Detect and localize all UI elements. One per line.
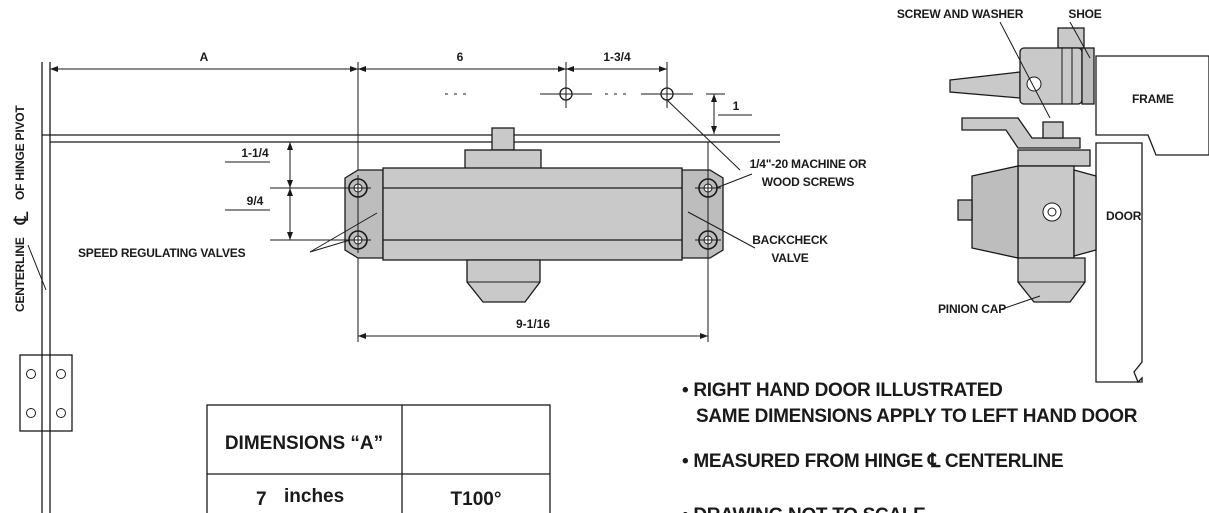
centerline-label: CENTERLINE ℄ OF HINGE PIVOT xyxy=(11,105,47,312)
door-closer-body xyxy=(344,127,724,303)
table-row1-model: T100° xyxy=(451,489,502,510)
backcheck-label-line1: BACKCHECK xyxy=(752,233,828,247)
table-header: DIMENSIONS “A” xyxy=(225,433,383,454)
backcheck-label-line2: VALVE xyxy=(771,251,808,265)
frame-label: FRAME xyxy=(1132,92,1174,106)
centerline-text: CENTERLINE xyxy=(13,237,27,312)
table-row1-unit: inches xyxy=(284,486,344,507)
dimension-9-4: 9/4 xyxy=(225,188,348,241)
dimension-1-3-4-label: 1-3/4 xyxy=(603,50,631,64)
dimension-1-label: 1 xyxy=(733,99,740,113)
note-1-line-2: SAME DIMENSIONS APPLY TO LEFT HAND DOOR xyxy=(696,406,1138,427)
shoe-label: SHOE xyxy=(1068,7,1101,21)
screw-washer-label: SCREW AND WASHER xyxy=(897,7,1024,21)
backcheck-valve-callout: BACKCHECK VALVE xyxy=(687,211,828,265)
machine-screws-callout: 1/4"-20 MACHINE OR WOOD SCREWS xyxy=(715,157,867,189)
dimension-1-1-4-label: 1-1/4 xyxy=(241,146,269,160)
dimension-9-1-16: 9-1/16 xyxy=(358,317,708,339)
screws-label-line2: WOOD SCREWS xyxy=(762,175,855,189)
dimension-6: 6 xyxy=(358,50,566,72)
dimensions-table: DIMENSIONS “A” 7 inches T100° xyxy=(206,404,551,513)
dimension-9-4-label: 9/4 xyxy=(247,194,264,208)
arm-mounting-holes xyxy=(445,87,741,171)
dimension-9-1-16-label: 9-1/16 xyxy=(516,317,550,331)
dimension-1-3-4: 1-3/4 xyxy=(565,50,668,108)
note-2: • MEASURED FROM HINGE ℄ CENTERLINE xyxy=(682,451,1063,472)
dimension-1: 1 xyxy=(706,93,752,134)
pinion-cap-label: PINION CAP xyxy=(938,302,1006,316)
screws-label-line1: 1/4"-20 MACHINE OR xyxy=(750,157,867,171)
door-label: DOOR xyxy=(1106,209,1142,223)
centerline-symbol: ℄ xyxy=(11,211,33,225)
note-3: • DRAWING NOT TO SCALE xyxy=(682,505,926,513)
dimension-a-label: A xyxy=(200,50,209,64)
door-outline xyxy=(1095,142,1143,384)
note-1-line-1: • RIGHT HAND DOOR ILLUSTRATED xyxy=(682,380,1003,401)
door-edge-lines xyxy=(41,62,780,513)
dimension-a: A xyxy=(50,50,358,72)
frame-outline xyxy=(1095,55,1209,156)
hinge-plate xyxy=(19,354,73,432)
speed-regulating-valves-callout: SPEED REGULATING VALVES xyxy=(78,212,378,260)
side-view: FRAME DOOR SCREW AND WASHER SHOE PINION … xyxy=(897,7,1209,384)
hinge-pivot-text: OF HINGE PIVOT xyxy=(13,105,27,200)
table-row1-value: 7 xyxy=(256,489,267,510)
speed-valves-label: SPEED REGULATING VALVES xyxy=(78,246,246,260)
dimension-1-1-4: 1-1/4 xyxy=(225,142,348,189)
dimension-6-label: 6 xyxy=(457,50,464,64)
notes: • RIGHT HAND DOOR ILLUSTRATED SAME DIMEN… xyxy=(682,380,1138,513)
